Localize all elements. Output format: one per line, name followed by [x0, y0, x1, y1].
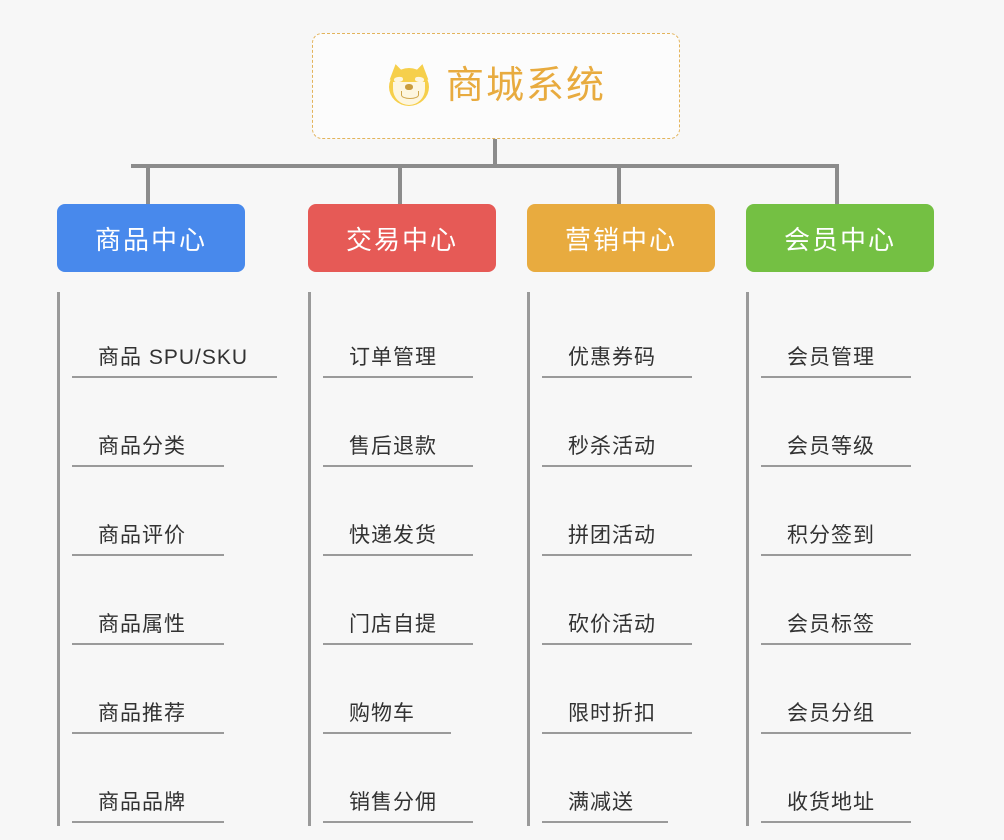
leaf-item[interactable]: 秒杀活动: [542, 381, 715, 470]
dog-face-icon: [386, 62, 432, 109]
leaf-item[interactable]: 商品分类: [72, 381, 245, 470]
leaf-underline: [542, 821, 668, 823]
leaf-item[interactable]: 砍价活动: [542, 559, 715, 648]
category-box[interactable]: 商品中心: [57, 204, 245, 272]
connector-drop-3: [617, 164, 621, 204]
leaf-underline: [323, 376, 473, 378]
root-node[interactable]: 商城系统: [312, 33, 680, 139]
root-title: 商城系统: [445, 65, 606, 107]
branch-column-3: 营销中心优惠券码秒杀活动拼团活动砍价活动限时折扣满减送: [527, 204, 715, 826]
branch-column-2: 交易中心订单管理售后退款快递发货门店自提购物车销售分佣: [308, 204, 496, 826]
leaf-underline: [72, 465, 224, 467]
leaf-label: 售后退款: [349, 435, 437, 458]
leaf-label: 会员管理: [787, 346, 875, 369]
leaf-underline: [323, 554, 473, 556]
leaf-label: 商品分类: [98, 435, 186, 458]
leaf-underline: [542, 643, 692, 645]
connector-drop-4: [835, 164, 839, 204]
leaf-item[interactable]: 限时折扣: [542, 648, 715, 737]
leaf-underline: [761, 732, 911, 734]
leaf-label: 会员等级: [787, 435, 875, 458]
leaf-item[interactable]: 购物车: [323, 648, 496, 737]
connector-bar: [131, 164, 838, 168]
leaf-label: 快递发货: [349, 524, 437, 547]
leaf-label: 订单管理: [349, 346, 437, 369]
leaf-label: 积分签到: [787, 524, 875, 547]
leaf-underline: [761, 376, 911, 378]
leaf-item[interactable]: 门店自提: [323, 559, 496, 648]
leaf-item[interactable]: 拼团活动: [542, 470, 715, 559]
leaf-item[interactable]: 订单管理: [323, 292, 496, 381]
leaf-item[interactable]: 销售分佣: [323, 737, 496, 826]
leaf-label: 商品属性: [98, 613, 186, 636]
leaf-item[interactable]: 商品推荐: [72, 648, 245, 737]
leaf-label: 商品推荐: [98, 702, 186, 725]
leaf-item[interactable]: 快递发货: [323, 470, 496, 559]
leaf-underline: [542, 376, 692, 378]
leaf-underline: [72, 376, 277, 378]
leaf-underline: [542, 554, 692, 556]
leaf-item[interactable]: 商品属性: [72, 559, 245, 648]
branch-column-4: 会员中心会员管理会员等级积分签到会员标签会员分组收货地址: [746, 204, 934, 826]
leaf-underline: [323, 465, 473, 467]
leaf-item[interactable]: 满减送: [542, 737, 715, 826]
leaf-list: 会员管理会员等级积分签到会员标签会员分组收货地址: [746, 292, 934, 826]
leaf-underline: [72, 732, 224, 734]
leaf-label: 商品品牌: [98, 791, 186, 814]
category-box[interactable]: 交易中心: [308, 204, 496, 272]
leaf-item[interactable]: 收货地址: [761, 737, 934, 826]
leaf-item[interactable]: 会员分组: [761, 648, 934, 737]
connector-drop-2: [398, 164, 402, 204]
category-box[interactable]: 会员中心: [746, 204, 934, 272]
leaf-item[interactable]: 优惠券码: [542, 292, 715, 381]
leaf-underline: [323, 643, 473, 645]
leaf-underline: [72, 821, 224, 823]
leaf-underline: [72, 643, 224, 645]
leaf-label: 门店自提: [349, 613, 437, 636]
leaf-item[interactable]: 商品 SPU/SKU: [72, 292, 277, 381]
leaf-label: 商品 SPU/SKU: [98, 346, 249, 369]
leaf-underline: [761, 465, 911, 467]
leaf-label: 购物车: [349, 702, 415, 725]
leaf-item[interactable]: 会员管理: [761, 292, 934, 381]
leaf-list: 订单管理售后退款快递发货门店自提购物车销售分佣: [308, 292, 496, 826]
leaf-label: 限时折扣: [568, 702, 656, 725]
leaf-label: 秒杀活动: [568, 435, 656, 458]
leaf-label: 会员标签: [787, 613, 875, 636]
leaf-label: 销售分佣: [349, 791, 437, 814]
leaf-label: 拼团活动: [568, 524, 656, 547]
leaf-underline: [323, 732, 451, 734]
leaf-item[interactable]: 积分签到: [761, 470, 934, 559]
leaf-list: 优惠券码秒杀活动拼团活动砍价活动限时折扣满减送: [527, 292, 715, 826]
leaf-underline: [761, 554, 911, 556]
connector-stem: [493, 139, 497, 166]
leaf-item[interactable]: 会员标签: [761, 559, 934, 648]
leaf-label: 优惠券码: [568, 346, 656, 369]
leaf-item[interactable]: 会员等级: [761, 381, 934, 470]
leaf-label: 收货地址: [787, 791, 875, 814]
leaf-label: 会员分组: [787, 702, 875, 725]
branch-column-1: 商品中心商品 SPU/SKU 商品分类商品评价商品属性商品推荐商品品牌: [57, 204, 277, 826]
leaf-underline: [542, 465, 692, 467]
leaf-underline: [542, 732, 692, 734]
leaf-underline: [761, 643, 911, 645]
leaf-item[interactable]: 商品品牌: [72, 737, 245, 826]
leaf-label: 商品评价: [98, 524, 186, 547]
leaf-underline: [323, 821, 473, 823]
leaf-item[interactable]: 商品评价: [72, 470, 245, 559]
leaf-underline: [761, 821, 911, 823]
leaf-label: 满减送: [568, 791, 634, 814]
connector-drop-1: [146, 164, 150, 204]
category-box[interactable]: 营销中心: [527, 204, 715, 272]
leaf-underline: [72, 554, 224, 556]
leaf-item[interactable]: 售后退款: [323, 381, 496, 470]
leaf-list: 商品 SPU/SKU 商品分类商品评价商品属性商品推荐商品品牌: [57, 292, 277, 826]
leaf-label: 砍价活动: [568, 613, 656, 636]
